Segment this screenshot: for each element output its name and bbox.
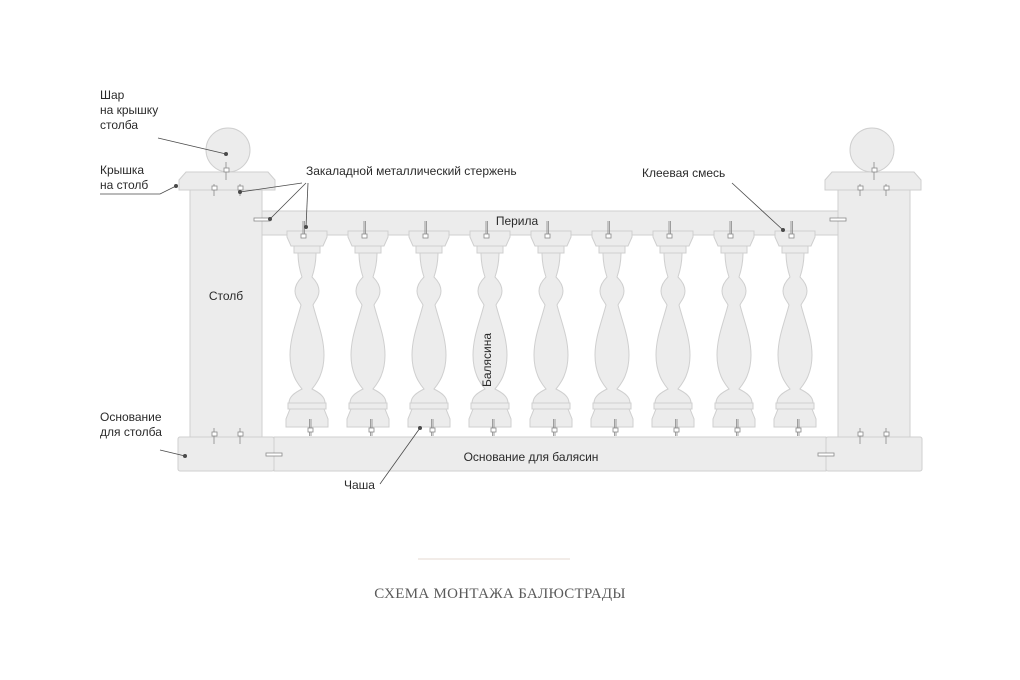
- right-post-base: [825, 436, 923, 472]
- label-rod: Закаладной металлический стержень: [306, 164, 517, 178]
- baluster-9: [773, 220, 817, 437]
- baluster-3: [407, 220, 451, 437]
- baluster-4: [468, 220, 512, 437]
- leader-lines: [100, 137, 785, 485]
- balusters: [285, 220, 817, 437]
- left-post-ball: [205, 127, 251, 173]
- baluster-base: [273, 436, 827, 472]
- right-post: [837, 189, 911, 438]
- left-post: [189, 189, 263, 438]
- right-post-ball: [849, 127, 895, 173]
- right-post-cap: [824, 171, 922, 191]
- baluster-6: [590, 220, 634, 437]
- label-bowl: Чаша: [344, 478, 375, 492]
- right-post-assembly: [824, 127, 923, 472]
- label-baluster: Балясина: [480, 333, 494, 387]
- label-rail: Перила: [496, 214, 539, 228]
- baluster-7: [651, 220, 695, 437]
- left-post-cap: [178, 171, 276, 191]
- label-glue: Клеевая смесь: [642, 166, 725, 180]
- baluster-2: [346, 220, 390, 437]
- label-baluster-base: Основание для балясин: [464, 450, 599, 464]
- label-ball: Шар на крышку столба: [100, 88, 162, 132]
- baluster-5: [529, 220, 573, 437]
- diagram-title: СХЕМА МОНТАЖА БАЛЮСТРАДЫ: [374, 586, 626, 602]
- baluster-1: [285, 220, 329, 437]
- label-post-base: Основание для столба: [100, 410, 165, 439]
- baluster-8: [712, 220, 756, 437]
- label-post: Столб: [209, 289, 243, 303]
- label-cap: Крышка на столб: [100, 163, 148, 192]
- left-post-base: [177, 436, 275, 472]
- left-post-assembly: [177, 127, 276, 472]
